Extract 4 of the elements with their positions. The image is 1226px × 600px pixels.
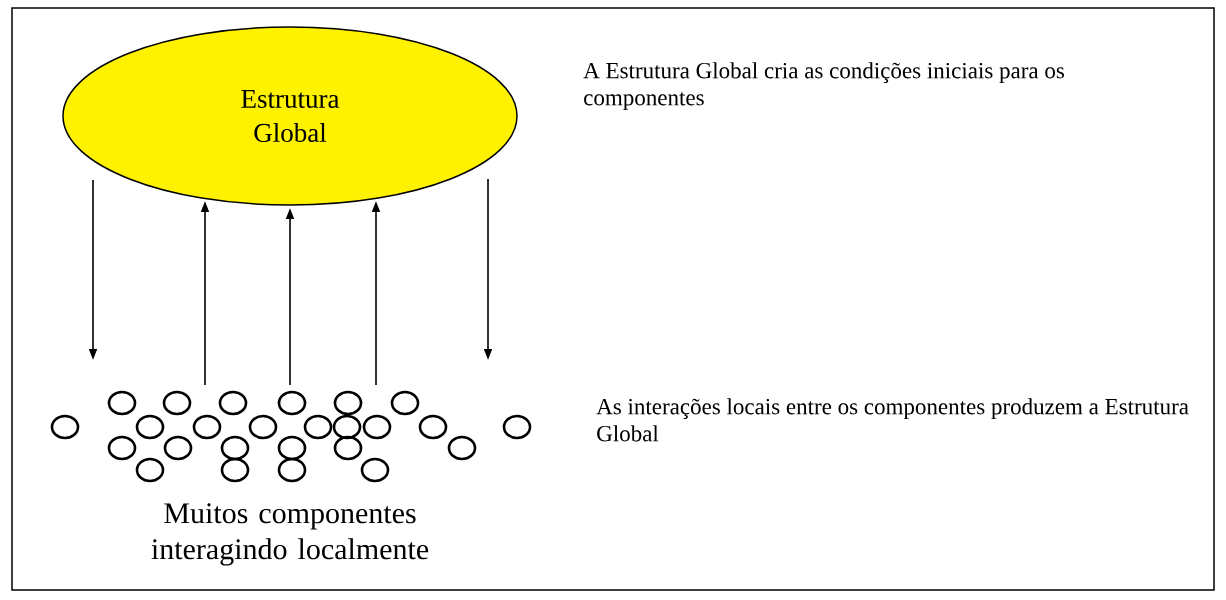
note-text: A Estrutura Global cria as condições iniciais para os componentes [583,62,1064,111]
note-text: As interações locais entre os componentes produzem a Estrutura Global [596,398,1189,442]
particles-drawing [50,390,532,483]
caption-text: Muitos componentes interagindo localmente [151,503,429,566]
